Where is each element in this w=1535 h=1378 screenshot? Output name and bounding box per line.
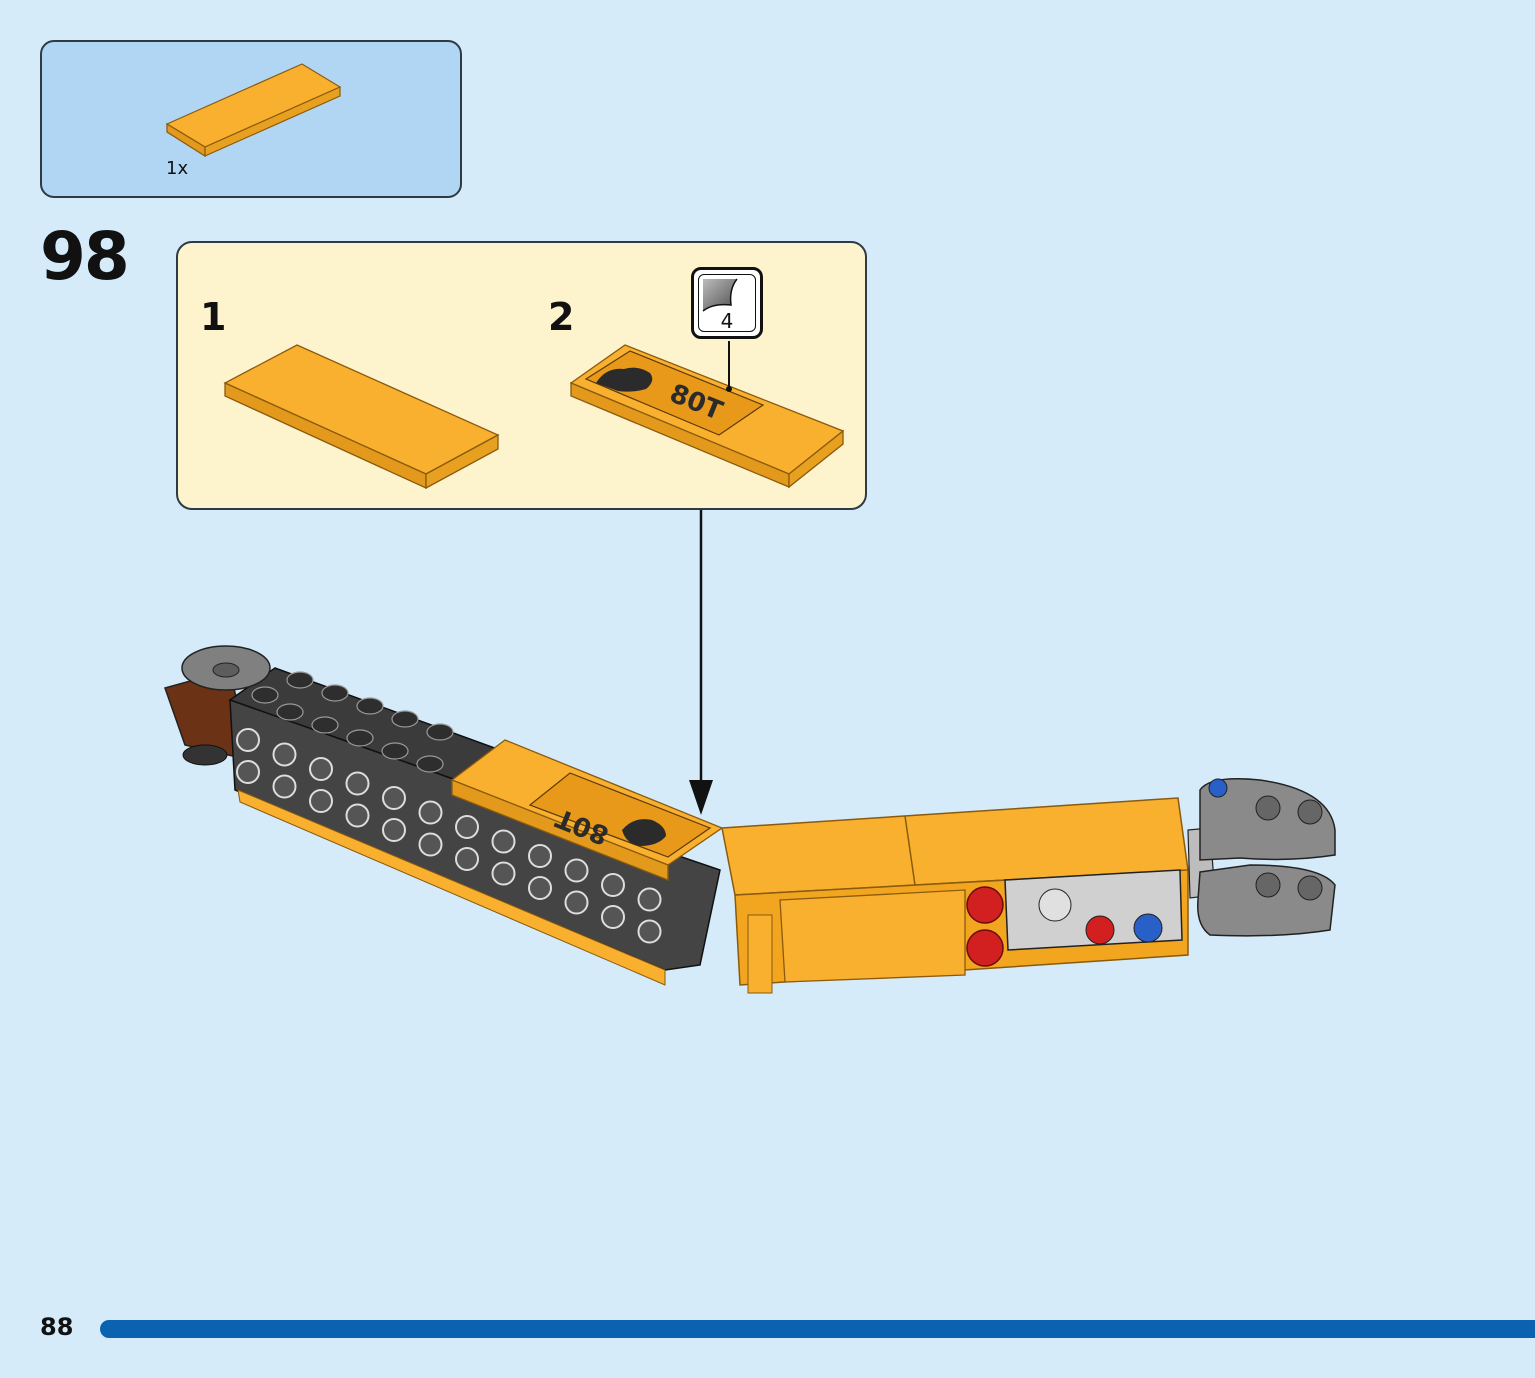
brick-studs bbox=[236, 671, 662, 944]
brick-stud bbox=[418, 800, 443, 825]
brick-stud bbox=[236, 760, 260, 784]
brick-stud bbox=[309, 757, 333, 781]
part-quantity: 1x bbox=[166, 158, 189, 179]
page-number: 88 bbox=[40, 1313, 74, 1341]
sub-step-2-label: 2 bbox=[548, 295, 575, 339]
step-number: 98 bbox=[40, 218, 130, 295]
top-stud bbox=[311, 716, 339, 734]
orange-arm-section bbox=[721, 797, 1189, 994]
brick-stud bbox=[382, 818, 406, 842]
brick-stud bbox=[455, 847, 479, 871]
gray-technic-connector bbox=[1187, 778, 1336, 937]
brick-stud bbox=[564, 890, 589, 915]
sticker-callout: 4 bbox=[691, 267, 763, 339]
sub-assembly-drawing: 80T bbox=[223, 341, 845, 490]
top-stud bbox=[356, 697, 384, 715]
brick-stud bbox=[272, 774, 297, 799]
brick-stud bbox=[601, 905, 625, 929]
page-progress-bar bbox=[100, 1320, 1535, 1338]
brick-stud bbox=[272, 742, 297, 767]
parts-list-panel: 1x bbox=[40, 40, 462, 198]
top-stud bbox=[251, 686, 279, 704]
top-stud bbox=[391, 710, 419, 728]
brick-stud bbox=[491, 829, 516, 854]
brick-stud bbox=[418, 832, 443, 857]
brick-stud bbox=[236, 728, 260, 752]
top-stud bbox=[426, 723, 454, 741]
top-stud bbox=[381, 742, 409, 760]
sub-step-1-tile bbox=[223, 344, 500, 490]
top-stud bbox=[276, 703, 304, 721]
brick-stud bbox=[528, 876, 552, 900]
brick-stud bbox=[601, 873, 625, 897]
brick-stud bbox=[345, 803, 370, 828]
brick-stud bbox=[528, 844, 552, 868]
sub-assembly-panel: 80T 1 2 bbox=[176, 241, 867, 510]
sticker-peel-icon bbox=[702, 278, 738, 312]
placement-arrow bbox=[689, 510, 713, 815]
brick-stud bbox=[455, 815, 479, 839]
brick-stud bbox=[382, 786, 406, 810]
brick-stud bbox=[345, 771, 370, 796]
orange-tile-part-image bbox=[165, 63, 342, 158]
brick-stud bbox=[637, 919, 662, 944]
brick-stud bbox=[637, 887, 662, 912]
sticker-number: 4 bbox=[720, 309, 734, 332]
placed-80t-tile: 80T bbox=[450, 739, 724, 881]
sub-step-2-tile: 80T bbox=[569, 344, 845, 489]
brick-stud bbox=[309, 789, 333, 813]
brick-stud bbox=[491, 861, 516, 886]
sub-step-1-label: 1 bbox=[200, 295, 227, 339]
top-stud bbox=[346, 729, 374, 747]
top-stud bbox=[416, 755, 444, 773]
brick-stud bbox=[564, 858, 589, 883]
top-stud bbox=[286, 671, 314, 689]
top-stud bbox=[321, 684, 349, 702]
